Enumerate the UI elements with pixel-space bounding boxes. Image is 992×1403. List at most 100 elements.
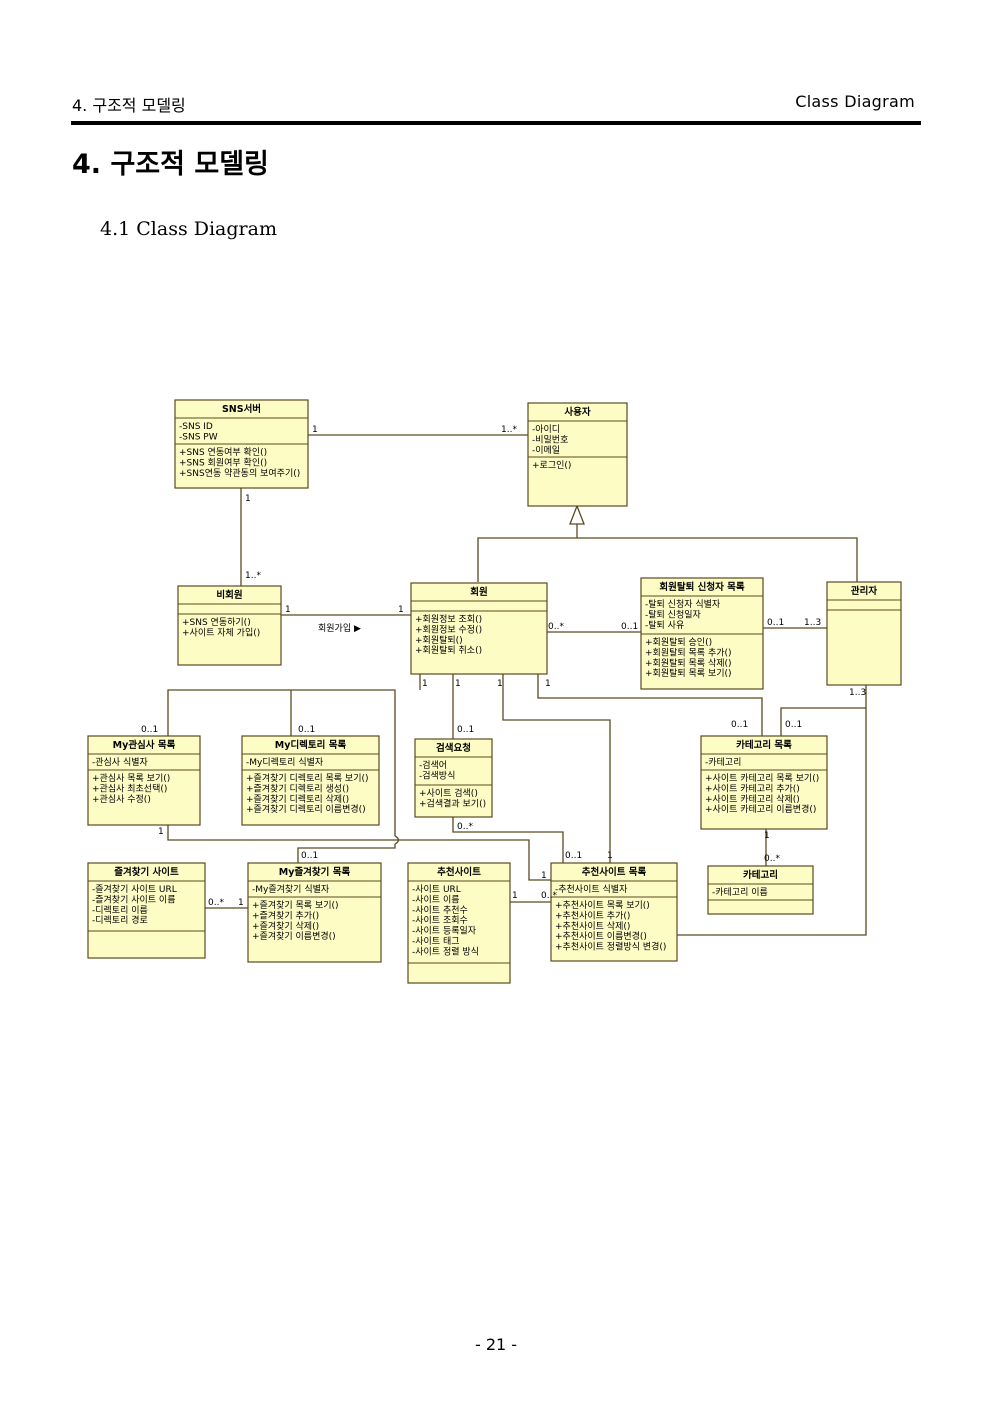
class-name: My디렉토리 목록 [275,739,347,751]
class-sns: SNS서버-SNS ID-SNS PW+SNS 연동여부 확인()+SNS 회원… [174,399,309,489]
multiplicity: 1 [422,679,428,689]
class-operation: +회원탈퇴 목록 보기() [645,668,732,679]
class-myinterest: My관심사 목록-관심사 식별자+관심사 목록 보기()+관심사 최초선택()+… [87,735,201,826]
class-name: SNS서버 [222,403,261,415]
multiplicity: 1 [158,827,164,837]
class-operation: +즐겨찾기 디렉토리 목록 보기() [246,773,369,784]
class-attribute: -사이트 등록일자 [412,926,477,937]
class-attribute: -사이트 URL [412,884,461,895]
multiplicity: 0..1 [731,720,748,730]
multiplicity: 1 [541,871,547,881]
class-operation: +회원정보 조회() [415,614,482,625]
class-operation: +관심사 목록 보기() [92,773,170,784]
class-attribute: -검색어 [419,759,447,771]
page-number: - 21 - [474,1335,518,1354]
classes: SNS서버-SNS ID-SNS PW+SNS 연동여부 확인()+SNS 회원… [87,399,902,984]
class-guest: 비회원 +SNS 연동하기()+사이트 자체 가입() [177,585,282,666]
multiplicity: 1 [512,891,518,901]
class-attribute: -사이트 태그 [412,936,460,947]
class-recsite: 추천사이트-사이트 URL-사이트 이름-사이트 추천수-사이트 조회수-사이트… [407,862,511,984]
chapter-title: 4. 구조적 모델링 [72,149,269,180]
class-operation: +추천사이트 목록 보기() [555,900,650,911]
class-attribute: -탈퇴 신청일자 [645,609,702,620]
association-line [677,708,867,936]
class-name: 사용자 [564,406,590,418]
class-name: 카테고리 목록 [736,739,792,751]
class-operation: +즐겨찾기 목록 보기() [252,900,339,911]
class-operation: +SNS연동 약관동의 보여주기() [179,467,300,479]
class-operation: +회원탈퇴 승인() [645,637,712,648]
class-operation: +회원탈퇴() [415,635,463,646]
multiplicity: 1..3 [804,618,821,628]
multiplicity: 1 [455,679,461,689]
multiplicity: 0..* [764,854,780,864]
class-attribute: -탈퇴 신청자 식별자 [645,599,721,610]
multiplicity: 0..1 [785,720,802,730]
multiplicity-labels: 회원가입 ▶ 1 1..* 1 1..* 1 1 0..* 0..1 0..1 1..3 1 1 1 1 0.… [141,425,866,908]
class-attribute: -추천사이트 식별자 [555,884,628,895]
class-attribute: -사이트 조회수 [412,915,468,926]
class-name: My즐겨찾기 목록 [279,866,351,878]
running-header-topic: Class Diagram [795,92,915,111]
class-attribute: -아이디 [532,424,560,435]
header-rule [71,121,921,125]
running-header-section: 4. 구조적 모델링 [72,96,186,115]
class-attribute: -검색방식 [419,769,455,781]
class-operation: +추천사이트 이름변경() [555,930,647,942]
class-name: 관리자 [851,585,877,597]
class-name: 추천사이트 목록 [582,866,647,878]
class-name: 회원 [470,586,487,598]
multiplicity: 0..1 [298,725,315,735]
multiplicity: 1..* [501,425,517,435]
multiplicity: 1 [238,898,244,908]
multiplicity: 1 [285,605,291,615]
class-operation: +회원정보 수정() [415,624,482,635]
association-line [297,844,396,863]
multiplicity: 1 [545,679,551,689]
association-line [452,817,564,863]
class-name: 회원탈퇴 신청자 목록 [659,581,745,593]
class-attribute: -디렉토리 경로 [92,914,148,926]
association-line [167,689,396,836]
class-operation: +즐겨찾기 디렉토리 이름변경() [246,803,366,815]
section-title: 4.1 Class Diagram [100,218,277,240]
class-operation: +사이트 카테고리 추가() [705,783,800,794]
class-operation: +SNS 연동하기() [182,617,251,628]
class-attribute: -즐겨찾기 사이트 URL [92,884,177,895]
class-operation: +추천사이트 삭제() [555,921,630,932]
multiplicity: 1 [312,425,318,435]
class-attribute: -이메일 [532,445,560,456]
class-catlist: 카테고리 목록 -카테고리 +사이트 카테고리 목록 보기()+사이트 카테고리 추… [700,735,828,830]
multiplicity: 0..* [208,898,224,908]
line-crossing-hop [394,835,400,845]
class-attribute: -탈퇴 사유 [645,620,684,631]
class-member: 회원+회원정보 조회()+회원정보 수정()+회원탈퇴()+회원탈퇴 취소() [410,582,548,675]
multiplicity: 1 [497,679,503,689]
class-operation: +로그인() [532,460,571,471]
multiplicity: 0..1 [621,622,638,632]
multiplicity: 0..1 [565,851,582,861]
class-operation: +사이트 카테고리 이름변경() [705,803,816,815]
class-attribute: -SNS ID [179,422,213,432]
class-name: My관심사 목록 [113,739,176,751]
multiplicity: 1..* [245,571,261,581]
association-line [477,537,858,582]
multiplicity: 0..* [541,891,557,901]
class-category: 카테고리-카테고리 이름 [707,865,814,915]
class-operation: +관심사 수정() [92,794,151,805]
class-attribute: -카테고리 [705,757,741,768]
multiplicity: 1 [607,851,613,861]
multiplicity: 1 [764,831,770,841]
class-operation: +회원탈퇴 목록 추가() [645,647,732,658]
class-name: 비회원 [216,589,242,601]
class-admin: 관리자 [826,581,902,686]
class-attribute: -카테고리 이름 [712,887,768,898]
class-reclist: 추천사이트 목록-추천사이트 식별자+추천사이트 목록 보기()+추천사이트 추… [550,862,678,962]
class-operation: +사이트 카테고리 목록 보기() [705,773,819,784]
class-user: 사용자-아이디-비밀번호-이메일+로그인() [527,402,628,507]
class-operation: +즐겨찾기 이름변경() [252,930,336,942]
association-label: 회원가입 ▶ [318,622,361,634]
class-mydir: My디렉토리 목록-My디렉토리 식별자+즐겨찾기 디렉토리 목록 보기()+즐… [241,735,380,826]
class-operation: +사이트 자체 가입() [182,626,260,638]
class-operation: +즐겨찾기 디렉토리 생성() [246,783,349,794]
